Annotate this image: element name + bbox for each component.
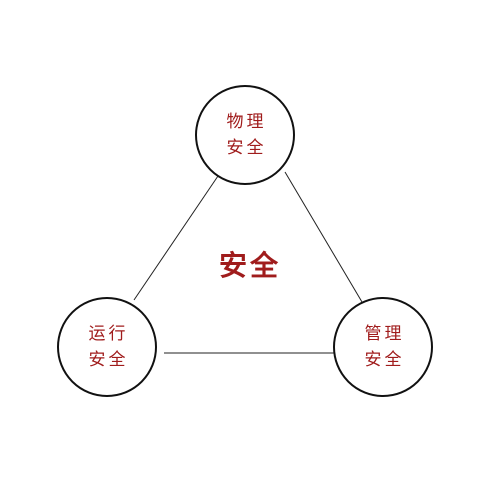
node-management-security-line2: 安全 [364,350,405,370]
edge-top-to-right [284,171,363,303]
node-operation-security-line1: 运行 [88,323,129,344]
node-management-security-line1: 管理 [364,323,405,344]
node-operation-security-line2: 安全 [88,350,129,370]
node-physical-security: 物理 安全 [195,85,295,185]
node-physical-security-line1: 物理 [226,111,267,132]
center-label: 安全 [218,249,281,282]
node-physical-security-line2: 安全 [226,138,267,158]
edge-top-to-left [133,175,219,301]
node-operation-security: 运行 安全 [57,297,157,397]
node-management-security: 管理 安全 [333,297,433,397]
